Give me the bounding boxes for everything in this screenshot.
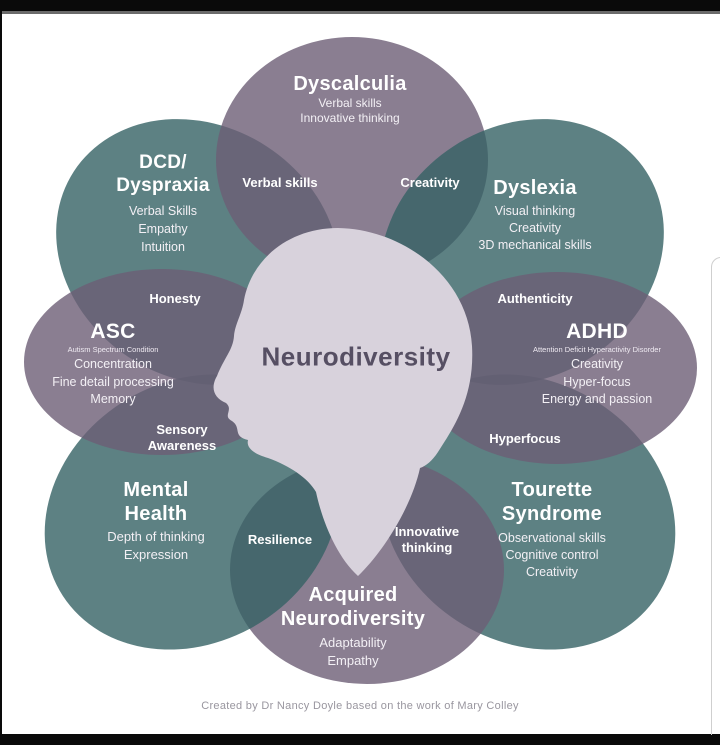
petal-title: Health [124,503,188,525]
petal-trait: Depth of thinking [107,529,205,544]
petal-title: Neurodiversity [280,607,426,630]
petal-label-dyslexia: Dyslexia Visual thinking Creativity 3D m… [425,176,645,254]
petal-trait: Adaptability [319,635,387,650]
overlap-label-creativity: Creativity [400,175,460,190]
card-border-artifact [711,257,720,735]
petal-label-mental-health: Mental Health Depth of thinking Expressi… [56,478,256,564]
petal-trait: Visual thinking [494,204,576,218]
petal-label-dyscalculia: Dyscalculia Verbal skills Innovative thi… [230,72,470,126]
petal-label-acquired-neurodiversity: Acquired Neurodiversity Adaptability Emp… [233,584,473,670]
petal-trait: Expression [123,547,189,562]
petal-ellipse-adhd [417,272,697,464]
overlap-label-innovative-thinking: Innovative thinking [394,524,460,555]
petal-title: Dyslexia [493,177,577,199]
center-title: Neurodiversity [261,341,451,372]
petal-label-dcd-dyspraxia: DCD/ Dyspraxia Verbal Skills Empathy Int… [53,151,273,256]
petal-title: Acquired [308,584,398,606]
overlap-label-honesty: Honesty [149,291,201,306]
overlap-label-verbal-skills: Verbal skills [242,175,318,190]
petal-title: DCD/ [139,152,187,173]
petal-trait: Verbal Skills [128,204,198,218]
petal-title: Mental [123,479,189,501]
petal-trait: Verbal skills [318,96,382,110]
attribution-caption: Created by Dr Nancy Doyle based on the w… [201,700,519,712]
petal-subtitle: Autism Spectrum Condition [67,345,159,354]
nav-bar-bottom [0,734,720,745]
petal-trait: Intuition [141,240,185,254]
petal-trait: Fine detail processing [52,374,174,389]
petal-trait: Empathy [138,222,188,236]
petal-trait: Creativity [525,565,579,579]
petal-trait: Creativity [570,357,624,371]
petal-title: Dyscalculia [293,73,407,95]
overlap-label-authenticity: Authenticity [497,291,573,306]
petal-trait: Observational skills [498,531,606,545]
petal-trait: Energy and passion [541,392,653,406]
petal-trait: Cognitive control [505,548,599,562]
petal-title: Dyspraxia [116,175,210,196]
petal-trait: Concentration [74,357,152,371]
status-bar-top [0,0,720,14]
petal-label-asc: ASC Autism Spectrum Condition Concentrat… [13,319,213,409]
head-profile-silhouette [213,228,473,576]
petal-trait: 3D mechanical skills [478,238,592,252]
petal-title: Tourette [511,479,593,501]
left-edge-strip [0,0,2,745]
overlap-label-sensory-awareness: Sensory Awareness [147,422,217,453]
petal-label-adhd: ADHD Attention Deficit Hyperactivity Dis… [492,319,702,409]
petal-subtitle: Attention Deficit Hyperactivity Disorder [533,345,661,354]
petal-trait: Empathy [327,653,379,668]
petal-trait: Hyper-focus [563,374,631,389]
petal-title: ASC [90,320,136,343]
overlap-label-resilience: Resilience [247,532,313,547]
petal-trait: Innovative thinking [300,111,400,125]
petal-title: ADHD [566,320,628,343]
overlap-label-hyperfocus: Hyperfocus [489,431,561,446]
petal-trait: Memory [90,392,136,406]
petal-label-tourette-syndrome: Tourette Syndrome Observational skills C… [447,478,657,581]
petal-trait: Creativity [508,221,562,235]
petal-title: Syndrome [501,503,603,525]
